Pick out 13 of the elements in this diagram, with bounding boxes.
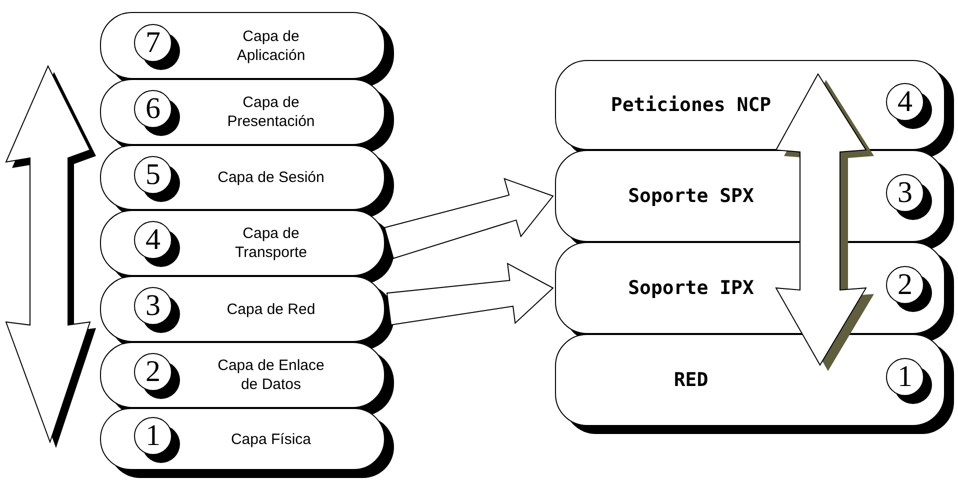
layer-label: Capa de Presentación: [226, 93, 316, 132]
layer-label: Capa de Aplicación: [236, 26, 306, 66]
layer-label: Capa de Transporte: [234, 224, 308, 263]
layer-label: Soporte SPX: [627, 184, 755, 210]
layer-label: Capa de Red: [226, 300, 316, 320]
layer-label: Capa de Sesión: [216, 168, 326, 188]
layer-label: Peticiones NCP: [610, 93, 772, 118]
layer-label: RED: [672, 368, 710, 394]
block-arrow: [386, 262, 554, 326]
layer-label: Soporte IPX: [627, 276, 755, 302]
layer-label: Capa Física: [230, 430, 312, 450]
layer-label: Capa de Enlace de Datos: [216, 356, 326, 395]
block-arrow: [384, 178, 554, 259]
